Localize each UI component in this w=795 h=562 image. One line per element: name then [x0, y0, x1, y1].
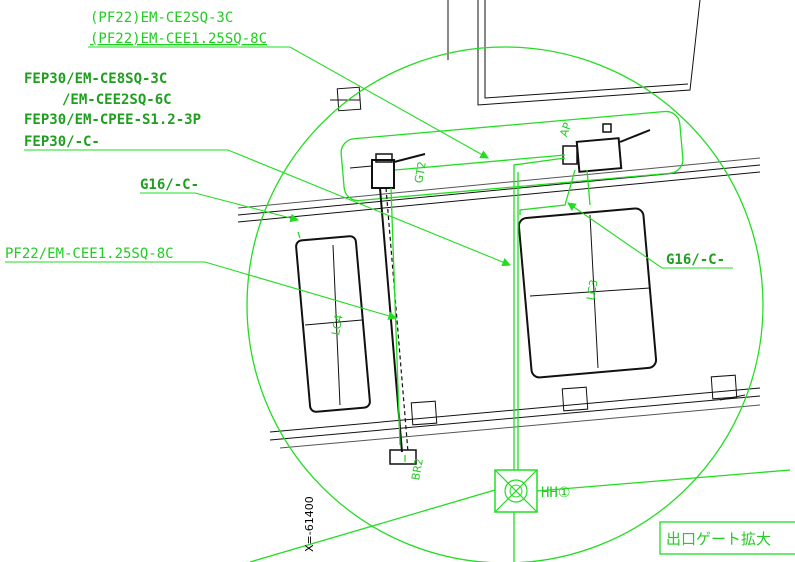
detail-circle: [246, 46, 764, 562]
cable-labels: (PF22)EM-CE2SQ-3C (PF22)EM-CEE1.25SQ-8C …: [5, 10, 725, 268]
building-outline: [330, 0, 701, 106]
label-g16-left: G16/-C-: [140, 177, 199, 193]
loop-coil-lc3: [517, 207, 658, 379]
conduit-gt2-br2: [379, 187, 409, 453]
label-ap: AP: [557, 120, 574, 138]
loop-coil-lc4: [295, 235, 371, 413]
label-g16-right: G16/-C-: [666, 252, 725, 268]
leader-lines: [5, 46, 733, 321]
label-fep-line3: FEP30/EM-CPEE-S1.2-3P: [24, 112, 201, 128]
equipment-enclosure: [340, 110, 684, 202]
label-coordinate: X=-61400: [303, 496, 316, 552]
label-hh1: HH①: [541, 485, 570, 501]
label-top-line2: (PF22)EM-CEE1.25SQ-8C: [90, 31, 267, 47]
pad-squares: [336, 86, 738, 426]
road-lines: [237, 157, 761, 449]
hand-hole-hh1: [494, 469, 538, 513]
box-br2: [389, 449, 417, 465]
equipment-labels: AP GT2 LC4 LC3 BR2 HH① X=-61400: [303, 120, 601, 552]
label-fep-line1: FEP30/EM-CE8SQ-3C: [24, 71, 167, 87]
label-lc4: LC4: [329, 314, 345, 337]
label-br2: BR2: [409, 457, 426, 481]
label-lc3: LC3: [584, 279, 600, 302]
label-fep-line4: FEP30/-C-: [24, 134, 100, 150]
title-box-text: 出口ゲート拡大: [666, 530, 771, 548]
label-top-line1: (PF22)EM-CE2SQ-3C: [90, 10, 233, 26]
panel-ap: [562, 123, 651, 173]
label-pf22-left: PF22/EM-CEE1.25SQ-8C: [5, 246, 174, 262]
label-fep-line2: /EM-CEE2SQ-6C: [62, 92, 172, 108]
title-box: 出口ゲート拡大: [659, 521, 795, 555]
gate-gt2: [349, 153, 426, 189]
label-gt2: GT2: [412, 161, 429, 185]
